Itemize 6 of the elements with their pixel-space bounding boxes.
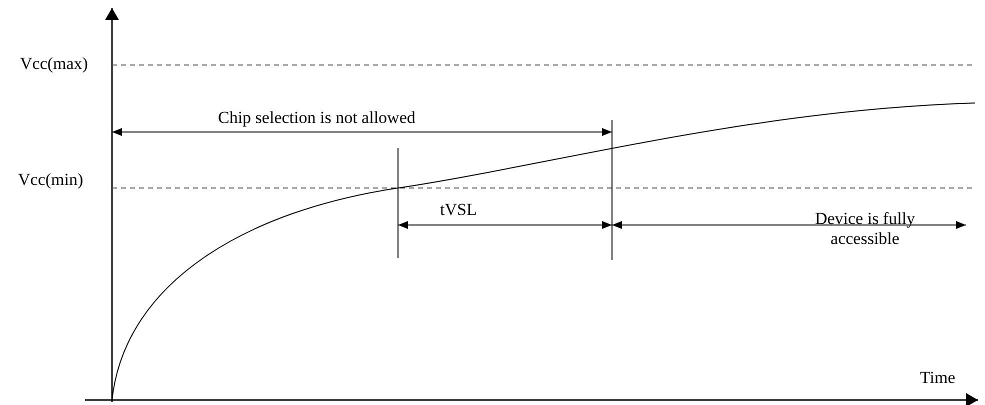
timing-label: Device is fully accessible <box>814 209 916 249</box>
axis-label: Time <box>920 368 956 388</box>
timing-label: tVSL <box>440 200 477 220</box>
level-label: Vcc(max) <box>20 54 88 74</box>
timing-label: Chip selection is not allowed <box>218 108 416 128</box>
level-label: Vcc(min) <box>18 170 84 190</box>
